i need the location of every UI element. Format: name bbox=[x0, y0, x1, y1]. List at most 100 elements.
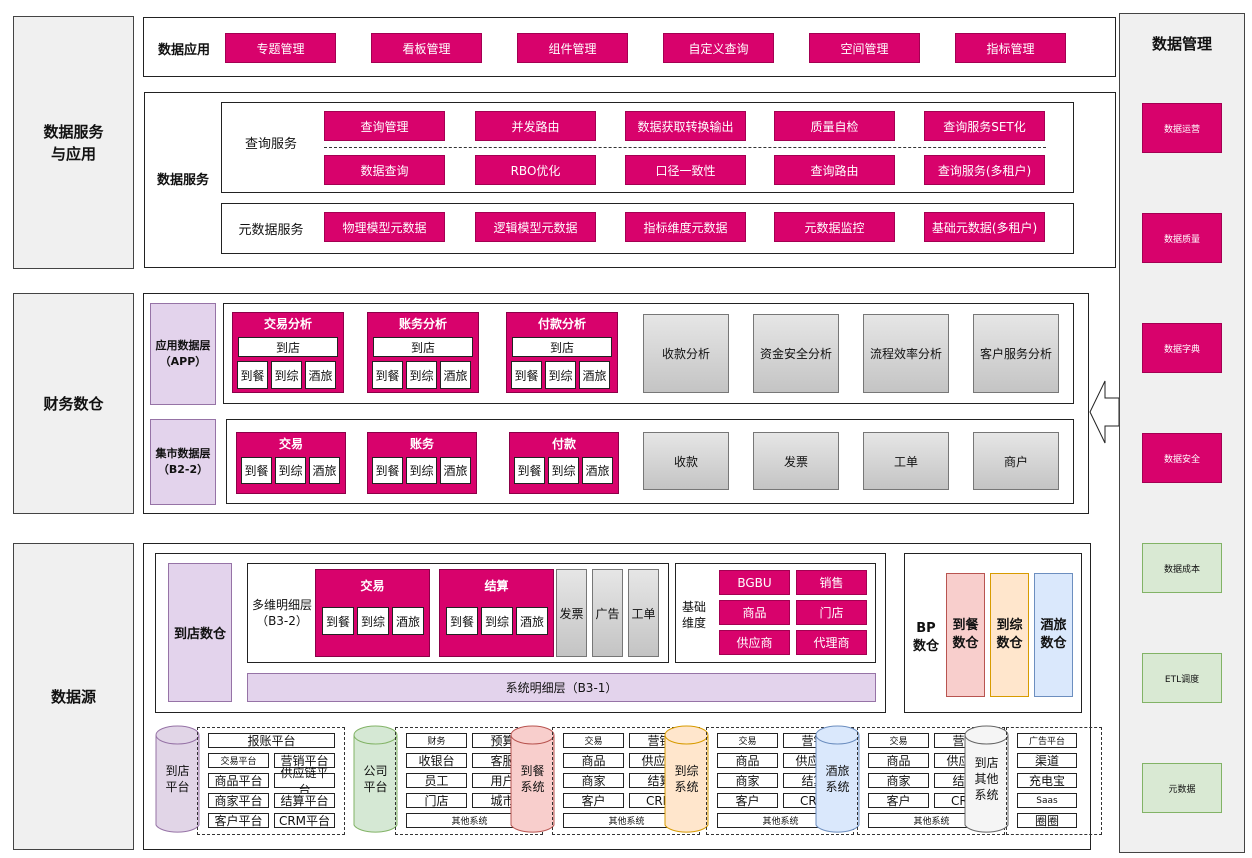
query-service-item: 查询服务(多租户) bbox=[924, 155, 1045, 185]
source-system-box: Saas bbox=[1017, 793, 1077, 808]
source-system-box: 交易 bbox=[717, 733, 778, 748]
base-dim-item: 代理商 bbox=[796, 630, 867, 655]
data-mgmt-item: 元数据 bbox=[1142, 763, 1222, 813]
bp-dw-box: 酒旅 数仓 bbox=[1034, 573, 1073, 697]
app-layer-label: 应用数据层 （APP） bbox=[150, 303, 216, 405]
data-mgmt-item: 数据运营 bbox=[1142, 103, 1222, 153]
meta-service-item: 物理模型元数据 bbox=[324, 212, 445, 242]
source-system-box: 员工 bbox=[406, 773, 467, 788]
app-layer-group-title: 交易分析 bbox=[263, 316, 312, 331]
source-name: 到综 系统 bbox=[674, 764, 699, 794]
query-service-item: 口径一致性 bbox=[625, 155, 746, 185]
source-system-box: 财务 bbox=[406, 733, 467, 748]
mart-layer-subject-box: 发票 bbox=[753, 432, 839, 490]
mart-layer-subject-box: 工单 bbox=[863, 432, 949, 490]
mart-layer-sub-box: 到餐 bbox=[514, 457, 545, 484]
data-service-label: 数据服务 bbox=[156, 172, 209, 188]
source-system-box: 交易 bbox=[868, 733, 929, 748]
source-system-box: 其他系统 bbox=[717, 813, 844, 828]
mart-layer-subject-box: 商户 bbox=[973, 432, 1059, 490]
data-app-item: 组件管理 bbox=[517, 33, 628, 63]
query-service-item: 数据获取转换输出 bbox=[625, 111, 746, 141]
section-label-data-source: 数据源 bbox=[13, 543, 134, 850]
source-system-box: 充电宝 bbox=[1017, 773, 1077, 788]
app-layer-group-title: 账务分析 bbox=[398, 316, 447, 331]
meta-service-item: 基础元数据(多租户) bbox=[924, 212, 1045, 242]
source-system-box: 收银台 bbox=[406, 753, 467, 768]
app-layer-group-title: 付款分析 bbox=[537, 316, 586, 331]
mart-layer-sub-box: 到餐 bbox=[241, 457, 272, 484]
mart-layer-sub-box: 酒旅 bbox=[309, 457, 340, 484]
mart-layer-group-title: 付款 bbox=[551, 436, 576, 451]
source-system-group bbox=[197, 727, 345, 835]
source-system-box: 营销平台 bbox=[274, 753, 335, 768]
app-layer-analysis-box: 流程效率分析 bbox=[863, 314, 949, 393]
app-layer-sub-box: 到餐 bbox=[372, 361, 403, 389]
data-mgmt-title: 数据管理 bbox=[1151, 34, 1212, 53]
source-system-box: 商品 bbox=[563, 753, 624, 768]
data-app-item: 专题管理 bbox=[225, 33, 336, 63]
bp-dw-box: 到餐 数仓 bbox=[946, 573, 985, 697]
meta-service-item: 指标维度元数据 bbox=[625, 212, 746, 242]
source-system-box: CRM平台 bbox=[274, 813, 335, 828]
detail-layer-sub-box: 到综 bbox=[357, 607, 389, 635]
app-layer-sub-box: 酒旅 bbox=[305, 361, 336, 389]
source-name: 公司 平台 bbox=[363, 764, 388, 794]
source-cylinder bbox=[510, 725, 555, 835]
mart-layer-sub-box: 到综 bbox=[406, 457, 437, 484]
app-layer-analysis-box: 资金安全分析 bbox=[753, 314, 839, 393]
detail-layer-sub-box: 酒旅 bbox=[516, 607, 548, 635]
app-layer-sub-box: 酒旅 bbox=[440, 361, 471, 389]
base-dim-item: 商品 bbox=[719, 600, 790, 625]
detail-layer-group-title: 结算 bbox=[484, 579, 509, 593]
source-system-box: 结算平台 bbox=[274, 793, 335, 808]
query-service-item: 查询服务SET化 bbox=[924, 111, 1045, 141]
source-system-box: 门店 bbox=[406, 793, 467, 808]
source-system-box: 圈圈 bbox=[1017, 813, 1077, 828]
query-service-item: 查询管理 bbox=[324, 111, 445, 141]
mart-layer-label: 集市数据层 （B2-2） bbox=[150, 419, 216, 505]
data-mgmt-item: 数据成本 bbox=[1142, 543, 1222, 593]
source-cylinder bbox=[964, 725, 1009, 835]
source-system-box: 渠道 bbox=[1017, 753, 1077, 768]
base-dim-label: 基础 维度 bbox=[681, 600, 706, 630]
source-system-box: 商品 bbox=[717, 753, 778, 768]
section-label-finance-dw: 财务数仓 bbox=[13, 293, 134, 514]
detail-layer-gray-box: 工单 bbox=[628, 569, 659, 657]
query-service-item: 查询路由 bbox=[774, 155, 895, 185]
app-layer-sub-box: 到综 bbox=[545, 361, 576, 389]
detail-layer-gray-box: 发票 bbox=[556, 569, 587, 657]
source-system-box: 客户平台 bbox=[208, 813, 269, 828]
mart-layer-sub-box: 到综 bbox=[275, 457, 306, 484]
detail-layer-group-title: 交易 bbox=[360, 579, 385, 593]
base-dim-item: BGBU bbox=[719, 570, 790, 595]
source-system-box: 商品 bbox=[868, 753, 929, 768]
source-name: 到餐 系统 bbox=[520, 764, 545, 794]
data-app-item: 空间管理 bbox=[809, 33, 920, 63]
source-system-box: 客户 bbox=[563, 793, 624, 808]
data-mgmt-item: ETL调度 bbox=[1142, 653, 1222, 703]
data-app-item: 看板管理 bbox=[371, 33, 482, 63]
data-mgmt-item: 数据质量 bbox=[1142, 213, 1222, 263]
source-system-box: 交易 bbox=[563, 733, 624, 748]
app-layer-sub-box: 到综 bbox=[406, 361, 437, 389]
data-mgmt-item: 数据字典 bbox=[1142, 323, 1222, 373]
source-system-box: 商家 bbox=[717, 773, 778, 788]
query-service-item: RBO优化 bbox=[475, 155, 596, 185]
data-app-label: 数据应用 bbox=[157, 42, 210, 58]
source-system-box: 客户 bbox=[717, 793, 778, 808]
mart-layer-sub-box: 到餐 bbox=[372, 457, 403, 484]
bp-dw-label: BP 数仓 bbox=[912, 621, 939, 654]
sys-detail-layer: 系统明细层（B3-1） bbox=[247, 673, 876, 702]
store-dw-label: 到店数仓 bbox=[168, 563, 232, 702]
mart-layer-subject-box: 收款 bbox=[643, 432, 729, 490]
source-system-group bbox=[1006, 727, 1102, 835]
app-layer-top-box: 到店 bbox=[373, 337, 473, 357]
data-app-item: 自定义查询 bbox=[663, 33, 774, 63]
detail-layer-sub-box: 到餐 bbox=[446, 607, 478, 635]
app-layer-sub-box: 酒旅 bbox=[579, 361, 610, 389]
base-dim-item: 销售 bbox=[796, 570, 867, 595]
detail-layer-sub-box: 酒旅 bbox=[392, 607, 424, 635]
source-system-box: 交易平台 bbox=[208, 753, 269, 768]
detail-layer-label: 多维明细层 （B3-2） bbox=[251, 598, 312, 628]
